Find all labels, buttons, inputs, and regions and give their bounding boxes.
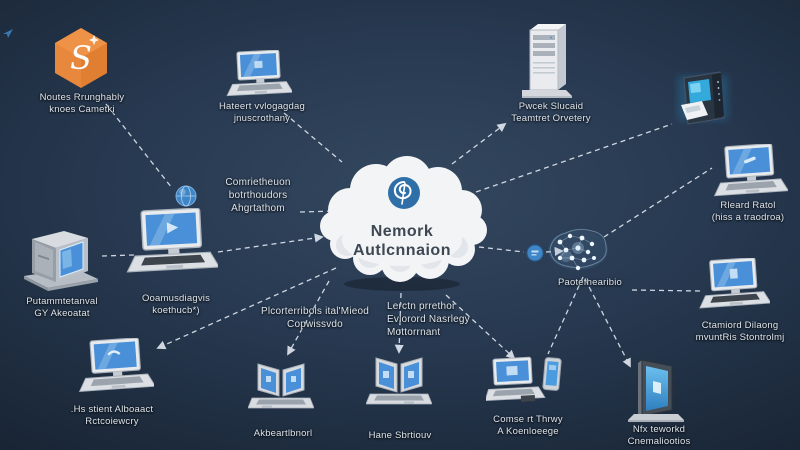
hexagon-app-label: Noutes Rrunghably knoes Cametki <box>17 92 147 116</box>
globe-icon <box>174 184 198 208</box>
label-line: Nfx teworkd <box>632 424 686 435</box>
label-line: Evlorord Nasrlegy <box>387 314 470 325</box>
label-line: Paotefhearibio <box>557 277 623 288</box>
integration-label: Comrietheuon botrthoudors Ahgrtathom <box>193 176 323 215</box>
label-line: Ctamiord Dilaong <box>701 320 779 331</box>
device-top-right-icon <box>668 66 740 132</box>
label-line: Lerctn prrethor <box>387 301 456 312</box>
hexagon-glyph: S <box>70 39 92 77</box>
provision-label: Plcorterribols ital'Mieod Copwissvdo <box>240 305 390 331</box>
monitoring-label: Lerctn prrethor Evlorord Nasrlegy Mottor… <box>387 300 522 339</box>
laptop-right-label: Rleard Ratol (hiss a traodroa) <box>683 200 800 224</box>
label-line: Mottorrnant <box>387 327 441 338</box>
label-line: Comrietheuon <box>225 177 291 188</box>
label-line: Rleard Ratol <box>720 200 776 211</box>
label-line: Ooamusdiagvis <box>141 293 211 304</box>
dual-laptop-1-icon <box>248 356 314 416</box>
laptop-top-icon <box>226 50 292 100</box>
dual-laptop-2-icon <box>366 350 432 412</box>
label-line: Pwcek Slucaid <box>518 101 584 112</box>
label-line: Plcorterribols ital'Mieod <box>260 306 370 317</box>
mesh-network-label: Paotefhearibio <box>525 277 655 289</box>
label-line: Akbeartlbnorl <box>253 428 313 439</box>
corner-glyph-icon <box>2 27 14 39</box>
monitor-bottom-label: Nfx teworkd Cnemaliootios <box>594 424 724 448</box>
cloud-title-line1: Nemork <box>371 223 434 240</box>
laptop-phone-label: Comse rt Thrwy A Koenloeege <box>463 414 593 438</box>
laptop-left-icon <box>126 208 218 278</box>
label-line: Hateert vvlogagdag <box>219 101 305 112</box>
label-line: Cnemaliootios <box>627 435 691 447</box>
label-line: Comse rt Thrwy <box>493 414 563 425</box>
laptop-bottom-left-label: .Hs stient Alboaact Rctcoiewcry <box>47 404 177 428</box>
network-automation-cloud: Nemork Autlcnnaion <box>312 148 492 294</box>
blue-node-icon <box>526 244 544 262</box>
dual-laptop-2-label: Hane Sbrtiouv <box>335 430 465 442</box>
server-top-icon <box>520 22 574 100</box>
label-line: mvuntRis Stontrolmj <box>695 331 785 343</box>
server-top-label: Pwcek Slucaid Teamtret Orvetery <box>486 101 616 125</box>
laptop-phone-icon <box>486 350 570 414</box>
mesh-network-icon <box>540 222 616 282</box>
hexagon-app-icon: S <box>52 26 110 90</box>
label-line: Copwissvdo <box>287 319 343 330</box>
label-line: knoes Cametki <box>49 103 115 115</box>
label-line: Ahgrtathom <box>231 203 285 214</box>
label-line: Rctcoiewcry <box>85 415 139 427</box>
laptop-right-icon <box>712 144 788 200</box>
monitor-bottom-icon <box>626 358 686 424</box>
laptop-lower-right-label: Ctamiord Dilaong mvuntRis Stontrolmj <box>675 320 800 344</box>
label-line: Putammtetanval <box>26 296 98 307</box>
server-left-icon <box>18 226 102 292</box>
label-line: GY Akeoatat <box>34 307 90 319</box>
label-line: (hiss a traodroa) <box>711 211 785 223</box>
label-line: botrthoudors <box>228 190 288 201</box>
laptop-top-label: Hateert vvlogagdag jnuscrothany <box>197 101 327 125</box>
dual-laptop-1-label: Akbeartlbnorl <box>218 428 348 440</box>
label-line: Noutes Rrunghably <box>39 92 125 103</box>
laptop-bottom-left-icon <box>78 338 154 396</box>
label-line: koethucb*) <box>152 304 200 316</box>
laptop-left-label: Ooamusdiagvis koethucb*) <box>111 293 241 317</box>
label-line: .Hs stient Alboaact <box>70 404 154 415</box>
laptop-lower-right-icon <box>698 258 770 312</box>
server-left-label: Putammtetanval GY Akeoatat <box>0 296 127 320</box>
label-line: jnuscrothany <box>233 112 291 124</box>
label-line: Teamtret Orvetery <box>511 112 591 124</box>
label-line: Hane Sbrtiouv <box>368 430 432 441</box>
cloud-title-line2: Autlcnnaion <box>353 242 451 259</box>
label-line: A Koenloeege <box>497 425 559 437</box>
